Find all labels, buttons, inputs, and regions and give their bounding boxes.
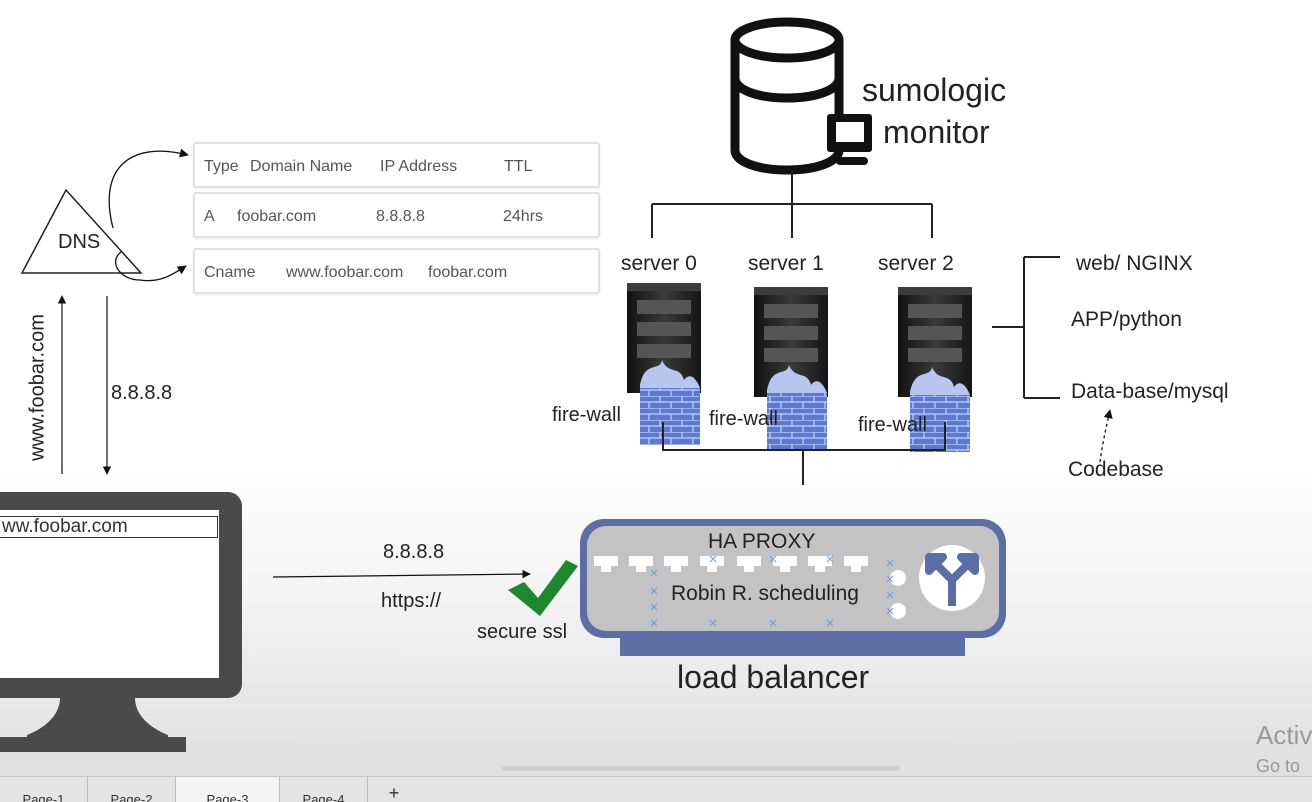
dns-cname-type: Cname [204, 264, 256, 281]
dns-label: DNS [58, 231, 101, 253]
dns-cname-target: foobar.com [428, 264, 508, 281]
server-0-label: server 0 [621, 252, 697, 275]
lb-algorithm-label: Robin R. scheduling [671, 582, 859, 605]
dns-arrow-bottom [115, 251, 187, 282]
request-arrow [272, 569, 531, 579]
tab-page-1[interactable]: Page-1 [0, 777, 88, 802]
dns-a-domain: foobar.com [237, 208, 317, 225]
monitor-label-line2: monitor [883, 114, 990, 150]
activation-watermark-line2: Go to [1256, 756, 1301, 776]
monitor-small-icon [827, 114, 872, 165]
dns-header-type: Type [204, 158, 239, 175]
stack-app-label: APP/python [1071, 308, 1182, 331]
protocol-label: https:// [381, 590, 442, 612]
firewall-icon-1 [767, 365, 827, 450]
page-tab-bar: Page-1 Page-2 Page-3 Page-4 + [0, 776, 1312, 802]
dns-cname-domain: www.foobar.com [286, 264, 404, 281]
server-2-label: server 2 [878, 252, 954, 275]
load-balancer-icon [580, 519, 1006, 656]
horizontal-scrollbar[interactable] [502, 766, 900, 771]
dns-a-ttl: 24hrs [503, 208, 544, 225]
lb-label: load balancer [677, 659, 870, 695]
ssl-label: secure ssl [477, 621, 568, 643]
dns-a-record-row: A foobar.com 8.8.8.8 24hrs [193, 192, 600, 238]
codebase-label: Codebase [1068, 458, 1164, 481]
ssl-check-icon [508, 560, 578, 616]
server-rack-icon-1 [754, 287, 828, 397]
stack-web-label: web/ NGINX [1076, 252, 1193, 275]
firewall-1-label: fire-wall [709, 408, 778, 430]
request-ip-label: 8.8.8.8 [383, 541, 445, 563]
server-rack-icon-2 [898, 287, 972, 397]
answer-label: 8.8.8.8 [111, 382, 173, 404]
dns-a-type: A [204, 208, 215, 225]
monitor-connector [651, 170, 933, 238]
firewall-2-label: fire-wall [858, 414, 927, 436]
dns-triangle [20, 188, 143, 274]
activation-watermark-line1: Activ [1256, 720, 1312, 750]
tab-page-2[interactable]: Page-2 [88, 777, 176, 802]
stack-bracket [992, 256, 1060, 399]
lb-connector [662, 422, 946, 485]
dns-a-ip: 8.8.8.8 [376, 208, 425, 225]
tab-page-4[interactable]: Page-4 [280, 777, 368, 802]
dns-header-ttl: TTL [504, 158, 533, 175]
browser-url-field[interactable]: ww.foobar.com [0, 516, 218, 538]
codebase-arrow [1099, 409, 1113, 463]
tab-page-3[interactable]: Page-3 [176, 777, 280, 802]
dns-arrow-top [108, 148, 189, 229]
monitor-label-line1: sumologic [862, 72, 1007, 108]
dns-header-row: Type Domain Name IP Address TTL [193, 142, 600, 188]
client-computer-icon [0, 492, 242, 752]
stack-db-label: Data-base/mysql [1071, 380, 1229, 403]
firewall-icon-2 [910, 367, 970, 452]
database-icon [730, 17, 844, 175]
firewall-icon-0 [640, 360, 700, 445]
server-1-label: server 1 [748, 252, 824, 275]
dns-cname-record-row: Cname www.foobar.com foobar.com [193, 248, 600, 294]
dns-header-domain: Domain Name [250, 158, 353, 175]
query-label: www.foobar.com [26, 314, 49, 461]
lb-software-label: HA PROXY [708, 530, 816, 553]
firewall-0-label: fire-wall [552, 404, 621, 426]
add-page-button[interactable]: + [388, 783, 400, 802]
dns-header-ip: IP Address [380, 158, 458, 175]
